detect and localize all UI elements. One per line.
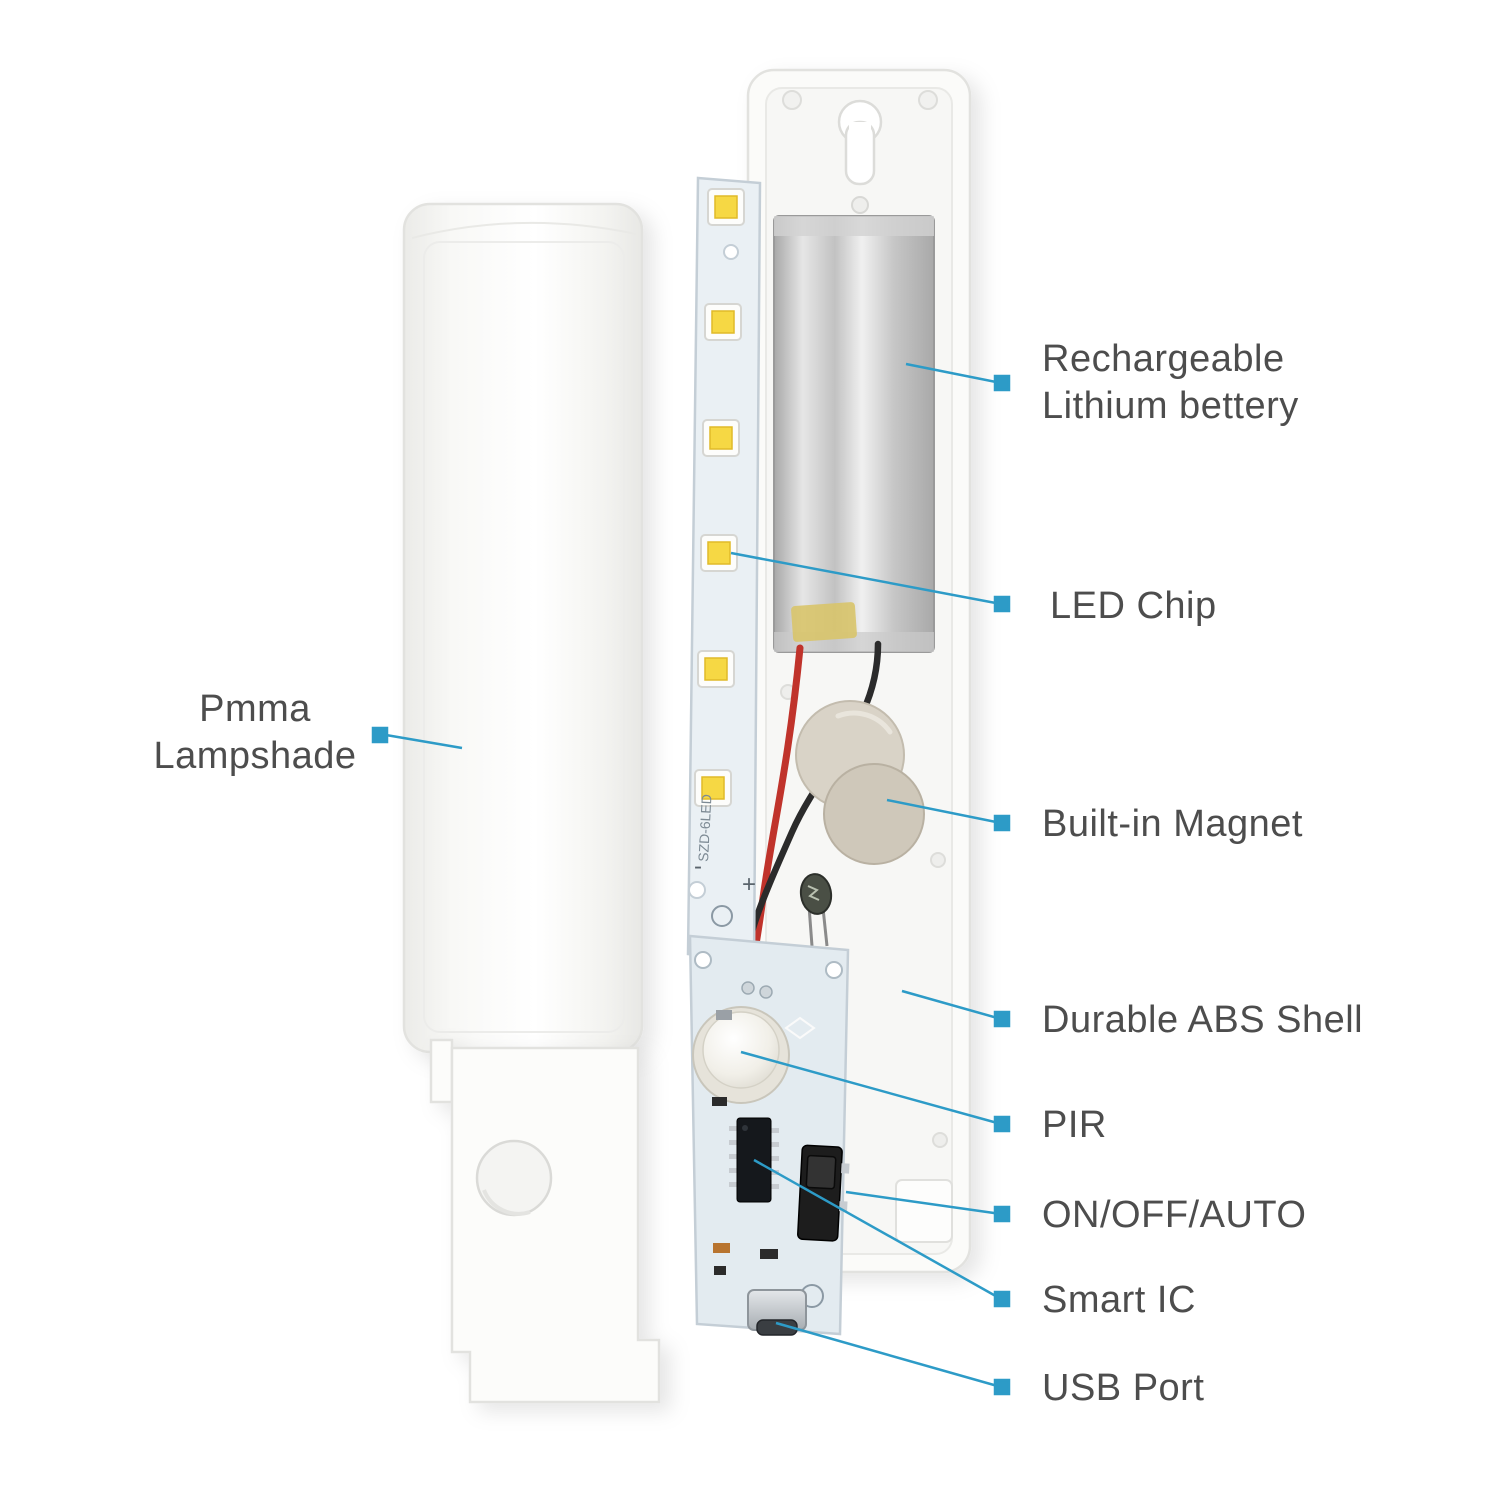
callout-dot-lampshade — [371, 726, 389, 744]
usb-port — [747, 1289, 807, 1336]
callout-line-shell — [901, 989, 1002, 1021]
sensor-pcb-part — [688, 934, 850, 1336]
mounting-bracket-part — [429, 1038, 661, 1404]
callout-line-lampshade — [385, 733, 463, 750]
pir-sensor — [692, 1006, 790, 1104]
label-pir: PIR — [1042, 1104, 1107, 1146]
on-off-auto-switch — [797, 1144, 850, 1242]
lampshade-part — [402, 202, 644, 1054]
callout-dot-battery — [993, 374, 1011, 392]
callout-dot-switch — [993, 1205, 1011, 1223]
polarity-minus-marking: - — [694, 853, 702, 880]
label-on-off-auto: ON/OFF/AUTO — [1042, 1194, 1307, 1236]
callout-line-switch — [845, 1190, 1002, 1216]
callouts — [371, 362, 1011, 1396]
callout-dot-magnet — [993, 814, 1011, 832]
callout-line-magnet — [886, 798, 1002, 825]
label-usb-port: USB Port — [1042, 1367, 1205, 1409]
callout-dot-led-chip — [993, 595, 1011, 613]
led-strip-model-marking: SZD-6LED — [695, 794, 715, 862]
label-rechargeable-battery: Rechargeable Lithium bettery — [1042, 338, 1299, 428]
lithium-battery — [773, 215, 935, 653]
label-smart-ic: Smart IC — [1042, 1279, 1196, 1321]
callout-dot-usb — [993, 1378, 1011, 1396]
label-durable-abs-shell: Durable ABS Shell — [1042, 999, 1364, 1041]
label-pmma-lampshade: Pmma Lampshade — [153, 688, 357, 778]
callout-dot-shell — [993, 1010, 1011, 1028]
callout-dot-pir — [993, 1115, 1011, 1133]
callout-line-battery — [905, 362, 1002, 385]
bracket-hole — [475, 1139, 553, 1217]
polarity-plus-marking: + — [742, 871, 756, 898]
photoresistor — [799, 873, 833, 947]
led-chips — [694, 188, 745, 807]
led-strip-part: SZD-6LED + - — [686, 176, 762, 964]
built-in-magnet — [795, 700, 925, 865]
callout-line-led-chip — [730, 551, 1002, 606]
callout-line-pir — [740, 1050, 1002, 1126]
label-led-chip: LED Chip — [1050, 585, 1217, 627]
keyhole-mount — [837, 99, 883, 214]
label-built-in-magnet: Built-in Magnet — [1042, 803, 1303, 845]
callout-line-smart-ic — [753, 1158, 1002, 1301]
callout-dot-smart-ic — [993, 1290, 1011, 1308]
callout-line-usb — [775, 1321, 1002, 1389]
